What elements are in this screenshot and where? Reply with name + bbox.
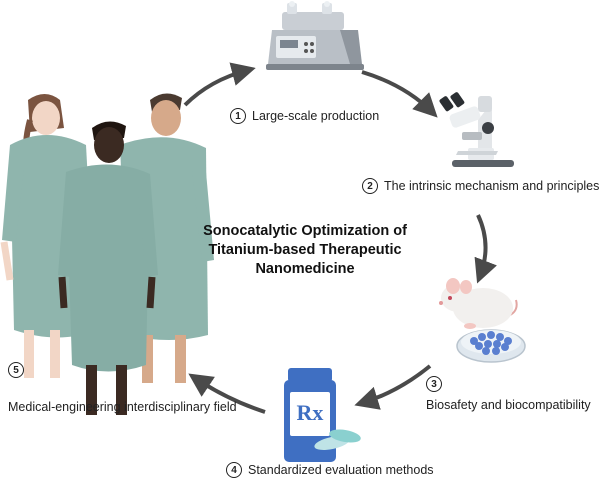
step-4: 4 Standardized evaluation methods xyxy=(226,462,434,478)
arrow-3-to-4 xyxy=(354,364,432,410)
medicine-bottle-icon xyxy=(284,368,361,462)
petri-dish-icon xyxy=(456,329,526,363)
step-2-number: 2 xyxy=(362,178,378,194)
production-machine-icon xyxy=(266,1,364,70)
patients-illustration xyxy=(0,93,214,415)
arrow-2-to-3 xyxy=(474,214,497,284)
step-1-label: Large-scale production xyxy=(252,109,380,123)
step-4-label: Standardized evaluation methods xyxy=(248,463,434,477)
step-2-label: The intrinsic mechanism and principles xyxy=(384,179,600,193)
step-5: 5 Medical-engineering interdisciplinary … xyxy=(8,362,237,414)
microscope-icon xyxy=(439,92,514,167)
arrow-4-to-5 xyxy=(188,373,266,414)
step-3-number: 3 xyxy=(426,376,442,392)
arrow-1-to-2 xyxy=(361,70,438,118)
step-5-label: Medical-engineering interdisciplinary fi… xyxy=(8,400,237,414)
bottle-rx-label: Rx xyxy=(297,400,324,425)
title-line-1: Sonocatalytic Optimization of xyxy=(203,223,407,239)
step-4-number: 4 xyxy=(226,462,242,478)
step-1: 1 Large-scale production xyxy=(230,108,379,124)
step-1-number: 1 xyxy=(230,108,246,124)
title-line-2: Titanium-based Therapeutic xyxy=(208,242,402,258)
step-3-label: Biosafety and biocompatibility xyxy=(426,398,591,412)
arrow-5-to-1 xyxy=(183,62,256,107)
step-3: 3 Biosafety and biocompatibility xyxy=(426,376,591,412)
mouse-icon xyxy=(439,278,518,329)
title-line-3: Nanomedicine xyxy=(255,261,355,277)
patient-man-dark-icon xyxy=(58,121,158,415)
step-5-number: 5 xyxy=(8,362,24,378)
step-2: 2 The intrinsic mechanism and principles xyxy=(362,178,599,194)
diagram-title: Sonocatalytic Optimization of Titanium-b… xyxy=(195,222,415,279)
